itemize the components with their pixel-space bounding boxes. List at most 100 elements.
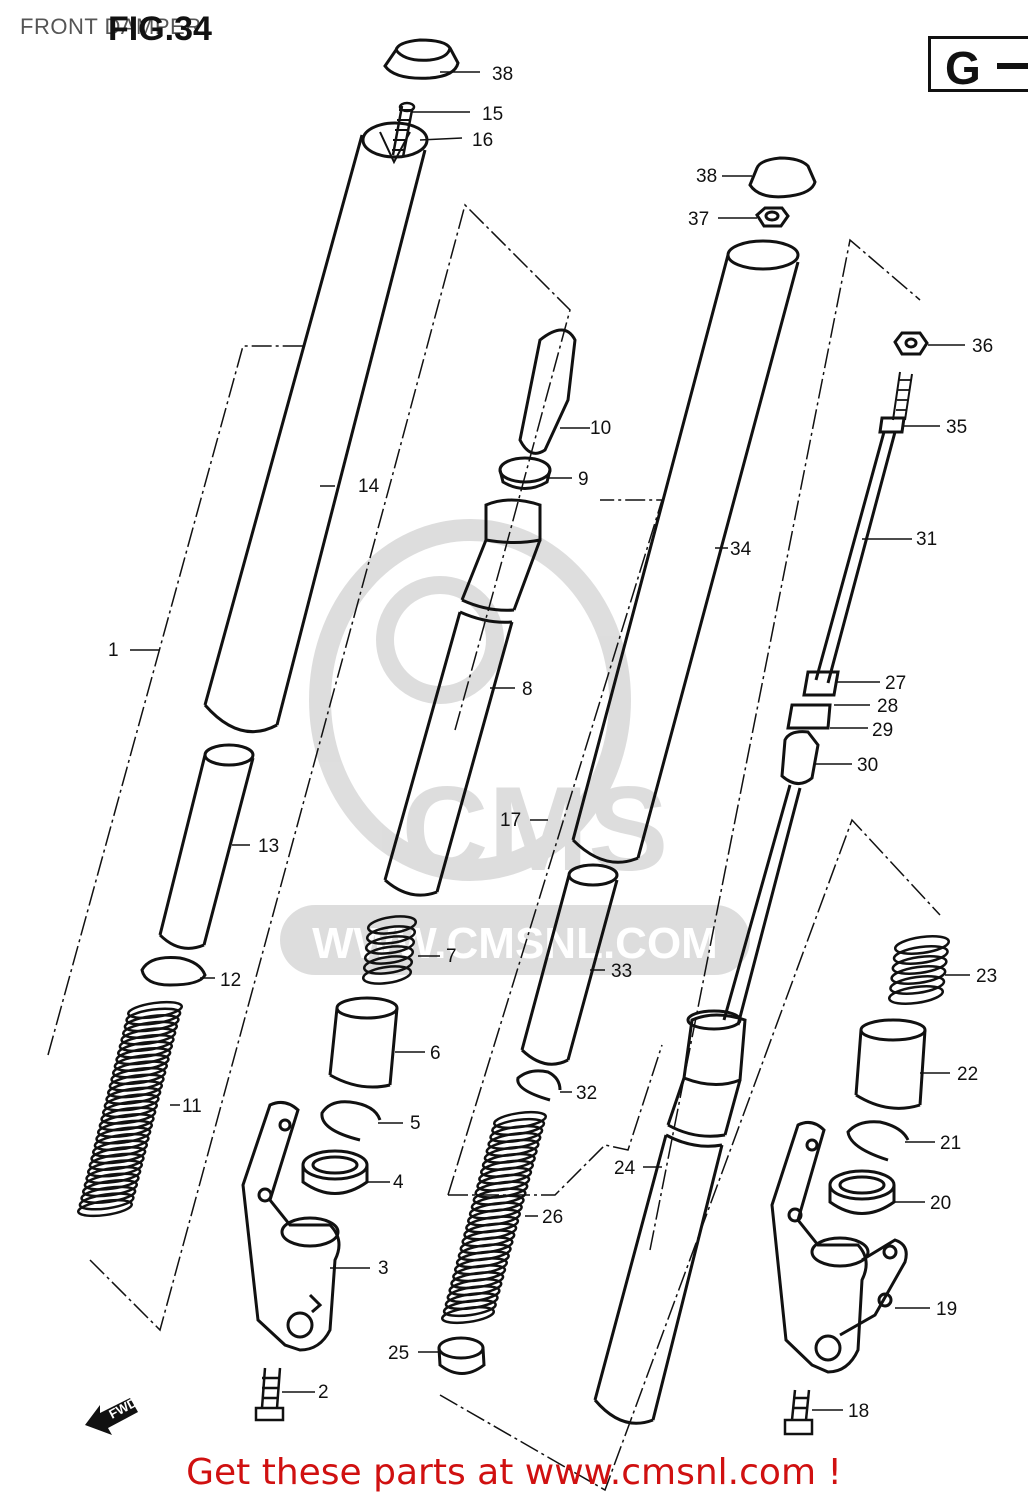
disc-12 xyxy=(140,956,207,987)
spring-coil xyxy=(113,1053,170,1072)
callout-35: 35 xyxy=(946,417,967,438)
section-letter: G xyxy=(945,42,981,94)
callout-21: 21 xyxy=(940,1133,961,1154)
callout-8: 8 xyxy=(522,679,533,700)
spring-coil xyxy=(106,1080,164,1099)
spring-coil xyxy=(105,1086,162,1105)
callout-23: 23 xyxy=(976,966,997,987)
spring-coil xyxy=(363,945,415,965)
callout-numbers: 38 15 16 14 1 13 12 11 3 2 10 9 8 7 6 5 … xyxy=(108,64,997,1422)
watermark: CMS WWW.CMSNL.COM xyxy=(280,519,750,975)
rod-31 xyxy=(722,371,913,1026)
leader-lines xyxy=(130,71,970,1411)
spring-coil xyxy=(120,1027,177,1046)
seal-25-body xyxy=(437,1336,486,1375)
spring-coil xyxy=(100,1106,157,1125)
seal-25-side xyxy=(437,1347,486,1375)
callout-30: 30 xyxy=(857,755,878,776)
seal-9 xyxy=(498,456,552,490)
spring-coil xyxy=(121,1020,179,1039)
bush-22 xyxy=(854,1018,927,1110)
bolt-18 xyxy=(783,1389,814,1436)
callout-4: 4 xyxy=(393,1172,404,1193)
spring-coil xyxy=(440,1305,496,1325)
spring-coil xyxy=(887,984,945,1006)
spring-coil xyxy=(126,1000,184,1020)
spring-coil xyxy=(83,1172,140,1191)
circlip-21 xyxy=(846,1120,910,1162)
figure-title: FIG.34 xyxy=(108,10,212,48)
section-box: G xyxy=(928,36,1028,94)
callout-27: 27 xyxy=(885,673,906,694)
outer-tube-34 xyxy=(571,239,800,864)
spring-coil xyxy=(892,944,949,966)
spring-coil xyxy=(88,1152,145,1171)
callout-36: 36 xyxy=(972,336,993,357)
callout-17: 17 xyxy=(500,810,521,831)
tube-13 xyxy=(158,743,255,950)
spring-coil xyxy=(76,1198,134,1218)
nut-36 xyxy=(893,331,929,356)
spring-coil xyxy=(893,934,951,956)
callout-37: 37 xyxy=(688,209,709,230)
spring-coil xyxy=(90,1146,147,1165)
nut-37 xyxy=(755,206,790,228)
seal-4 xyxy=(301,1149,369,1195)
spring-coil xyxy=(111,1060,169,1079)
spring-coil xyxy=(115,1047,172,1066)
callout-11: 11 xyxy=(182,1096,202,1117)
callout-31: 31 xyxy=(916,529,937,550)
bracket-19 xyxy=(770,1120,908,1374)
spring-coil xyxy=(78,1192,135,1211)
footer-cta[interactable]: Get these parts at www.cmsnl.com ! xyxy=(186,1452,842,1493)
spring-coil xyxy=(85,1165,142,1185)
spring-coil xyxy=(96,1119,154,1138)
spring-coil xyxy=(891,954,948,976)
spring-coil xyxy=(80,1185,137,1204)
spring-coil xyxy=(103,1093,160,1112)
spring-coil xyxy=(116,1040,174,1059)
inner-tube-24 xyxy=(593,1009,747,1425)
callout-18: 18 xyxy=(848,1401,869,1422)
callout-12: 12 xyxy=(220,970,241,991)
spring-23 xyxy=(887,934,951,1006)
spring-coil xyxy=(890,964,947,986)
cap-38-right xyxy=(748,156,817,199)
spring-11 xyxy=(76,1000,184,1218)
callout-22: 22 xyxy=(957,1064,978,1085)
callout-9: 9 xyxy=(578,469,589,490)
callout-24: 24 xyxy=(614,1158,636,1179)
bolt-2 xyxy=(254,1367,285,1422)
callout-19: 19 xyxy=(936,1299,957,1320)
spring-coil xyxy=(93,1132,150,1152)
callout-28: 28 xyxy=(877,696,898,717)
spring-coil xyxy=(110,1066,167,1086)
callout-20: 20 xyxy=(930,1193,951,1214)
callout-34: 34 xyxy=(730,539,752,560)
spring-coil xyxy=(361,965,413,985)
callout-16: 16 xyxy=(472,130,493,151)
spring-coil xyxy=(101,1099,159,1119)
callout-2: 2 xyxy=(318,1382,329,1403)
spring-coil xyxy=(108,1073,165,1092)
circlip-32 xyxy=(516,1069,562,1102)
callout-7: 7 xyxy=(446,946,457,967)
spring-coil xyxy=(889,974,946,996)
seal-25-rim xyxy=(437,1336,485,1360)
circlip-5 xyxy=(320,1100,382,1142)
callout-38-right: 38 xyxy=(696,166,717,187)
fwd-arrow-icon: FWD xyxy=(85,1395,140,1435)
callout-25: 25 xyxy=(388,1343,409,1364)
bush-6 xyxy=(328,996,399,1089)
callout-10: 10 xyxy=(590,418,611,439)
callout-13: 13 xyxy=(258,836,279,857)
spring-coil xyxy=(98,1113,155,1132)
callout-33: 33 xyxy=(611,961,632,982)
callout-29: 29 xyxy=(872,720,893,741)
page-title: FRONT DAMPER xyxy=(20,14,202,39)
spring-coil xyxy=(123,1014,180,1033)
callout-3: 3 xyxy=(378,1258,389,1279)
spring-coil xyxy=(125,1007,182,1026)
spring-coil xyxy=(91,1139,149,1158)
section-dash xyxy=(997,63,1028,69)
